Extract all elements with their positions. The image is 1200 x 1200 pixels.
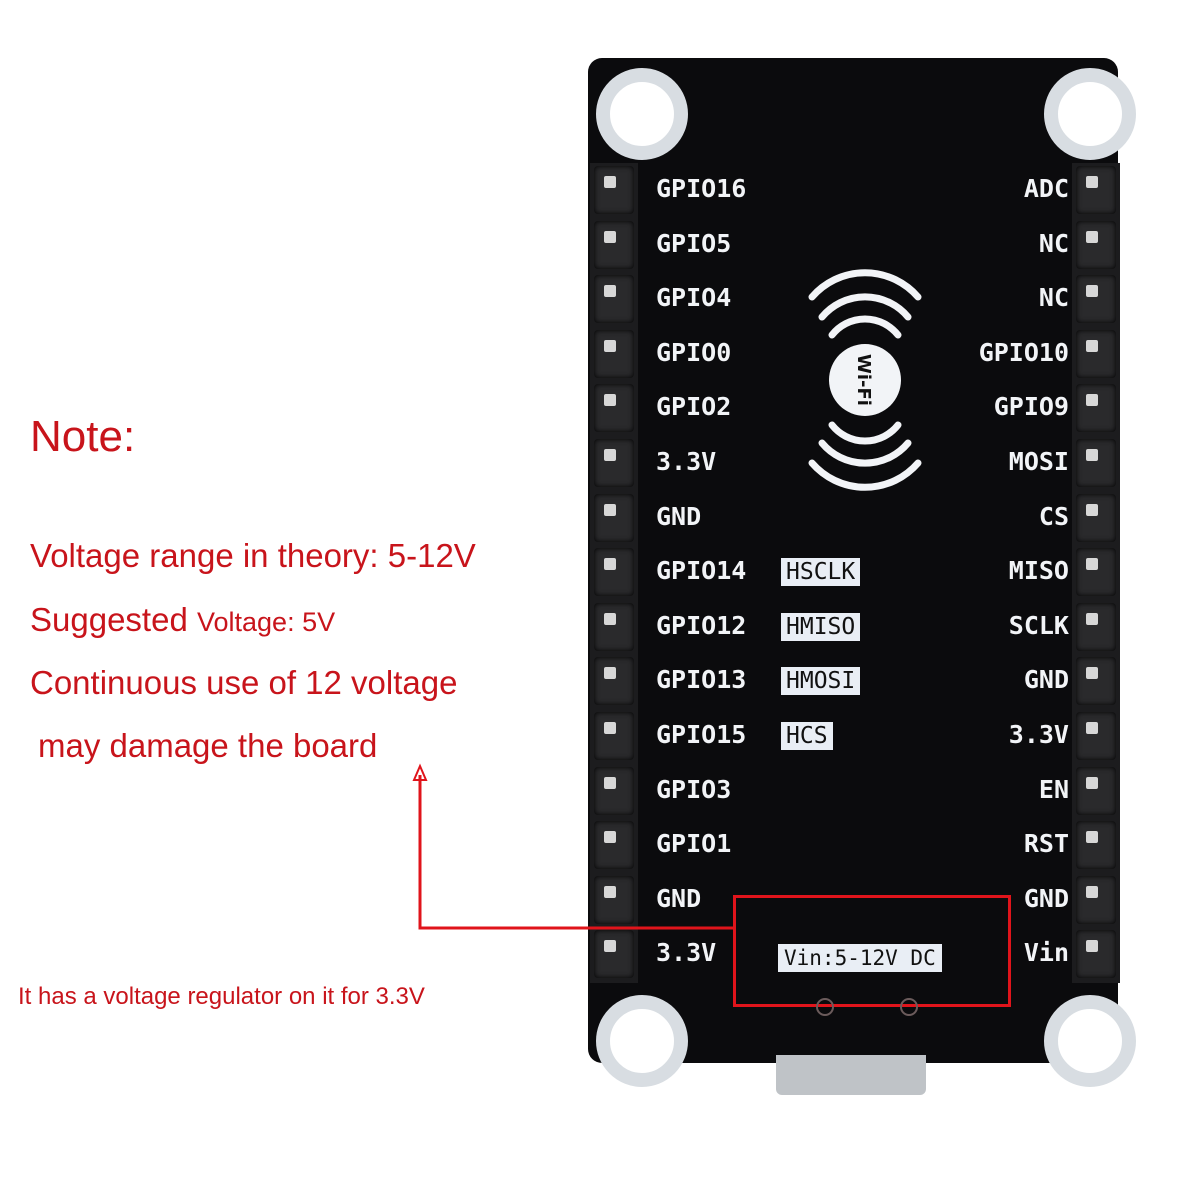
header-pin [1076, 220, 1116, 269]
header-pin [1076, 875, 1116, 924]
header-pin [594, 166, 634, 214]
header-pin [1076, 548, 1116, 597]
spi-tag: HMOSI [781, 667, 861, 696]
right-pin-label: EN [1038, 774, 1069, 804]
header-pin [1076, 329, 1116, 378]
header-pin [594, 329, 634, 378]
right-pin-label: MISO [1008, 556, 1069, 586]
right-pin-label: CS [1038, 501, 1069, 531]
via [816, 998, 834, 1016]
left-pin-label: GND [656, 501, 702, 531]
header-pin [1076, 602, 1116, 651]
note-damage: may damage the board [38, 727, 378, 764]
note-suggested-label: Suggested [30, 601, 188, 638]
header-pin [1076, 657, 1116, 706]
spi-tag: HSCLK [781, 558, 861, 587]
left-pin-label: GPIO15 [656, 720, 747, 749]
left-pin-label: GPIO2 [656, 392, 732, 422]
left-pin-label: GPIO3 [656, 774, 732, 804]
header-pin [1076, 930, 1116, 979]
right-pin-label: ADC [1023, 174, 1069, 203]
right-pin-label: MOSI [1008, 447, 1069, 476]
header-pin [594, 875, 634, 924]
header-pin [594, 712, 634, 760]
right-pin-label: 3.3V [1008, 720, 1069, 749]
left-pin-label: GPIO16 [656, 174, 747, 203]
left-pin-label: GPIO1 [656, 829, 732, 859]
left-pin-label: GPIO5 [656, 228, 732, 258]
spi-tag: HCS [781, 722, 833, 750]
left-pin-label: GPIO0 [656, 337, 732, 367]
note-voltage-range: Voltage range in theory: 5-12V [30, 537, 476, 574]
header-pin [594, 548, 634, 597]
header-pin [1076, 766, 1116, 815]
right-pin-label: SCLK [1008, 610, 1069, 640]
left-pin-label: GND [656, 883, 702, 913]
right-pin-label: GND [1023, 883, 1069, 913]
header-pin [594, 821, 634, 870]
header-pin [1076, 439, 1116, 487]
note-regulator: It has a voltage regulator on it for 3.3… [18, 983, 425, 1010]
right-pin-label: Vin [1023, 938, 1069, 968]
vin-highlight-box [733, 895, 1011, 1007]
header-pin [594, 275, 634, 324]
right-pin-label: GND [1023, 665, 1069, 695]
header-pin [1076, 821, 1116, 870]
left-pin-label: GPIO12 [656, 610, 747, 640]
header-pin [594, 439, 634, 487]
header-pin [594, 220, 634, 269]
micro-usb-port [776, 1055, 926, 1095]
header-pin [1076, 493, 1116, 542]
left-pin-label: GPIO13 [656, 665, 747, 695]
header-pin [594, 493, 634, 542]
right-pin-label: GPIO9 [993, 392, 1069, 422]
header-pin [594, 766, 634, 815]
right-pin-label: NC [1038, 228, 1069, 258]
left-pin-label: GPIO14 [656, 556, 747, 586]
left-pin-header [590, 163, 638, 983]
header-pin [1076, 384, 1116, 433]
mounting-hole [596, 68, 688, 160]
left-pin-label: GPIO4 [656, 283, 732, 313]
header-pin [594, 930, 634, 979]
note-suggested-value: Voltage: 5V [196, 607, 336, 637]
header-pin [1076, 275, 1116, 324]
note-title: Note: [30, 412, 136, 461]
note-suggested: Suggested Voltage: 5V [30, 601, 335, 639]
header-pin [594, 384, 634, 433]
vin-label: Vin:5-12V DC [778, 944, 942, 972]
wifi-logo-text: Wi-Fi [853, 354, 874, 406]
header-pin [594, 602, 634, 651]
right-pin-header [1072, 163, 1120, 983]
right-pin-label: RST [1023, 829, 1069, 859]
wifi-logo-icon: Wi-Fi [808, 269, 922, 491]
spi-tag: HMISO [781, 612, 861, 641]
left-pin-label: 3.3V [656, 447, 717, 476]
header-pin [1076, 166, 1116, 214]
right-pin-label: GPIO10 [978, 337, 1069, 367]
left-pin-label: 3.3V [656, 938, 717, 968]
note-continuous: Continuous use of 12 voltage [30, 664, 458, 701]
right-pin-label: NC [1038, 283, 1069, 313]
header-pin [594, 657, 634, 706]
header-pin [1076, 712, 1116, 760]
via [900, 998, 918, 1016]
